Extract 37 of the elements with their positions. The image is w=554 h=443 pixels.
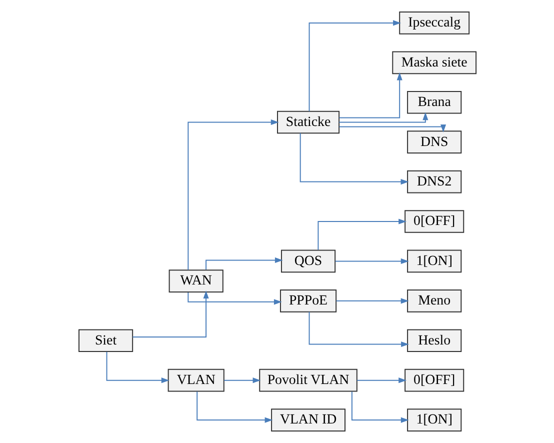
arrow xyxy=(223,378,260,384)
arrow xyxy=(338,112,428,123)
node-box: Maska siete xyxy=(392,51,476,74)
arrow xyxy=(106,351,169,384)
arrow xyxy=(187,292,282,305)
node-box: 0[OFF] xyxy=(404,210,464,233)
node-box: PPPoE xyxy=(279,290,336,312)
arrow xyxy=(338,72,402,118)
node-box: Heslo xyxy=(406,329,462,352)
node-box: DNS xyxy=(406,130,462,154)
node-box: Brana xyxy=(406,90,462,114)
node-box: DNS2 xyxy=(406,170,462,194)
node-box: VLAN ID xyxy=(270,408,345,432)
node-box: QOS xyxy=(280,250,336,273)
node-box: 0[OFF] xyxy=(404,368,464,392)
arrow xyxy=(196,391,272,423)
arrow xyxy=(299,132,408,185)
arrow xyxy=(338,124,446,132)
arrow xyxy=(205,257,282,270)
node-box: Meno xyxy=(406,290,462,312)
node-box: Ipseccalg xyxy=(398,12,470,34)
arrow xyxy=(356,378,406,384)
arrow xyxy=(317,218,406,250)
node-box: Povolit VLAN xyxy=(258,368,357,392)
node-box: Staticke xyxy=(276,110,340,134)
node-box: 1[ON] xyxy=(406,250,462,273)
arrow xyxy=(334,258,408,264)
arrow xyxy=(308,311,409,348)
arrow xyxy=(350,391,408,423)
arrow xyxy=(187,119,278,270)
arrow xyxy=(132,290,208,338)
node-box: VLAN xyxy=(167,368,224,392)
node-box: WAN xyxy=(168,270,223,292)
node-box: 1[ON] xyxy=(406,408,462,432)
node-box: Siet xyxy=(78,329,133,352)
arrow xyxy=(335,298,408,304)
arrow xyxy=(308,20,400,112)
